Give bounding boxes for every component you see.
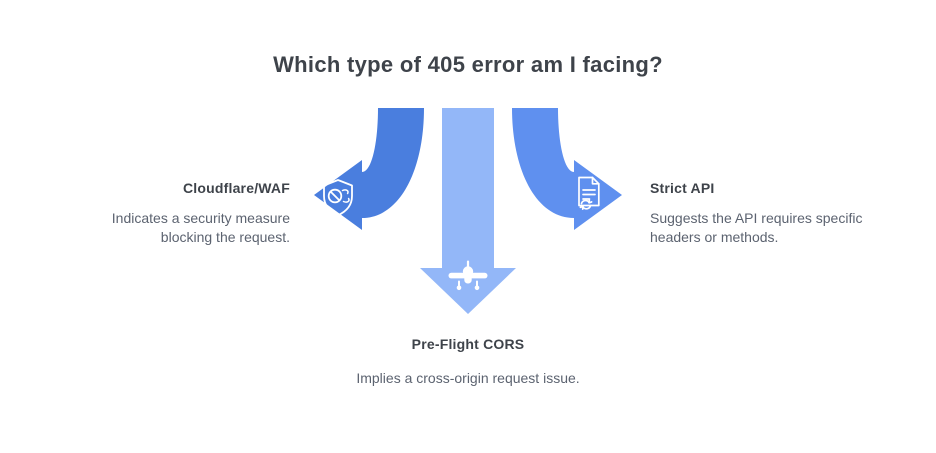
branch-center-description: Implies a cross-origin request issue. [356,370,580,386]
branch-right-description: Suggests the API requires specific heade… [650,210,863,245]
shield-block-icon [323,179,353,217]
branch-left-text: Cloudflare/WAF Indicates a security meas… [60,180,290,247]
branch-left-label: Cloudflare/WAF [182,180,290,196]
branch-center-label: Pre-Flight CORS [411,336,525,352]
branch-right-label: Strict API [650,180,715,196]
center-arrow-shape [420,108,516,314]
branch-left-description: Indicates a security measure blocking th… [111,210,290,245]
document-agreement-icon [578,176,600,211]
diagram-title: Which type of 405 error am I facing? [273,52,663,77]
left-arrow-shape [314,108,424,230]
branch-right-text: Strict API Suggests the API requires spe… [650,180,900,247]
airplane-icon [448,260,488,291]
branch-center-text: Pre-Flight CORS Implies a cross-origin r… [318,336,618,388]
right-arrow-shape [512,108,622,230]
